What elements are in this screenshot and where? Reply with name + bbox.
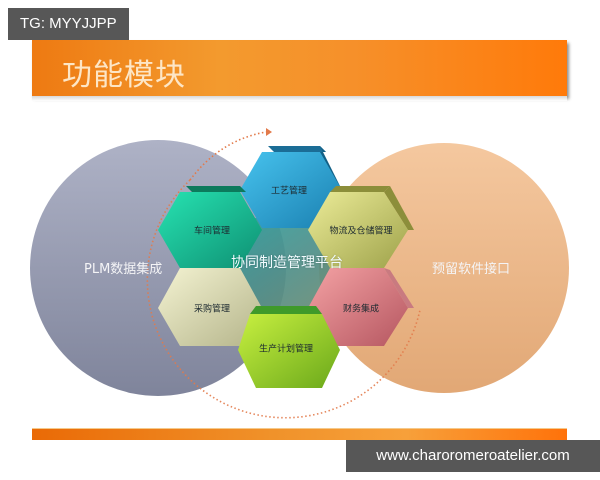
orbit-arrow-icon: [146, 179, 421, 419]
hex-production-plan[interactable]: [238, 306, 340, 388]
hex-workshop[interactable]: [158, 186, 262, 268]
hex-label-procurement: 采购管理: [193, 304, 231, 315]
hex-label-logistics: 物流及仓储管理: [329, 226, 393, 237]
hex-label-production-plan: 生产计划管理: [258, 344, 314, 355]
hex-finance[interactable]: [308, 268, 414, 346]
watermark-bottom-right: www.charoromeroatelier.com: [346, 440, 600, 472]
center-platform-label: 协同制造管理平台: [231, 255, 343, 271]
title-bar-shadow: [32, 96, 567, 101]
bottom-bar: [32, 428, 567, 440]
title-bar: 功能模块: [32, 40, 567, 96]
right-circle-label: 预留软件接口: [432, 262, 511, 277]
hex-logistics[interactable]: [308, 186, 414, 268]
arrowhead-icon: [266, 128, 272, 136]
hex-label-process: 工艺管理: [270, 186, 308, 197]
hex-process[interactable]: [240, 146, 342, 228]
hex-procurement[interactable]: [158, 268, 262, 346]
watermark-top-left: TG: MYYJJPP: [8, 8, 129, 40]
slide-title: 功能模块: [62, 58, 186, 93]
left-circle-label: PLM数据集成: [84, 262, 163, 277]
hex-label-finance: 财务集成: [342, 304, 380, 315]
hex-label-workshop: 车间管理: [193, 226, 231, 237]
